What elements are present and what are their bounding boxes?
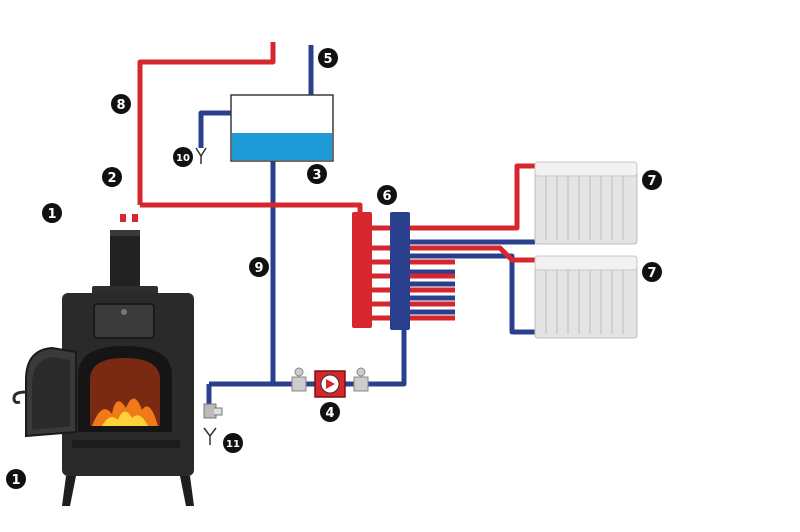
- svg-text:7: 7: [647, 174, 656, 189]
- tank-overflow-pipe: [198, 110, 232, 148]
- svg-text:5: 5: [323, 52, 332, 67]
- badge-9: 9: [249, 257, 269, 277]
- badge-5: 5: [318, 48, 338, 68]
- badge-10: 10: [173, 147, 193, 167]
- svg-text:6: 6: [382, 189, 391, 204]
- overflow-outlet-icon: [195, 147, 207, 164]
- flow-stub: [120, 214, 126, 222]
- svg-text:3: 3: [312, 168, 321, 183]
- badge-7-top: 7: [642, 170, 662, 190]
- hot-pipes: [137, 42, 540, 321]
- badge-7-bottom: 7: [642, 262, 662, 282]
- badge-6: 6: [377, 185, 397, 205]
- radiator-return-bottom: [390, 253, 535, 335]
- svg-text:4: 4: [325, 406, 334, 421]
- drain-valve-icon: [203, 403, 223, 445]
- pump-icon: [314, 370, 346, 398]
- badge-2: 2: [102, 167, 122, 187]
- badge-8: 8: [111, 94, 131, 114]
- safety-pipe: [137, 42, 276, 205]
- svg-text:8: 8: [116, 98, 125, 113]
- badge-1-top: 1: [42, 203, 62, 223]
- bottom-return-line: [209, 330, 407, 387]
- tank-water: [232, 133, 332, 160]
- stove-chimney: [110, 230, 140, 292]
- badge-3: 3: [307, 164, 327, 184]
- svg-text:10: 10: [176, 153, 190, 164]
- stove: [12, 230, 194, 506]
- manifold: [352, 212, 410, 330]
- svg-text:9: 9: [254, 261, 263, 276]
- radiator-top: [534, 161, 638, 245]
- svg-text:7: 7: [647, 266, 656, 281]
- svg-text:1: 1: [11, 473, 20, 488]
- svg-text:11: 11: [226, 439, 240, 450]
- svg-text:2: 2: [107, 171, 116, 186]
- pump-assembly: [291, 367, 369, 398]
- fire-icon: [90, 358, 160, 426]
- expansion-tank: [230, 94, 334, 162]
- badge-1-bottom: 1: [6, 469, 26, 489]
- badge-11: 11: [223, 433, 243, 453]
- manifold-cold: [390, 212, 410, 330]
- manifold-hot: [352, 212, 372, 328]
- flow-pipe: [140, 202, 363, 215]
- valve-icon: [291, 367, 307, 392]
- badge-4: 4: [320, 402, 340, 422]
- svg-text:1: 1: [47, 207, 56, 222]
- valve-icon: [353, 367, 369, 392]
- radiator-bottom: [534, 255, 638, 339]
